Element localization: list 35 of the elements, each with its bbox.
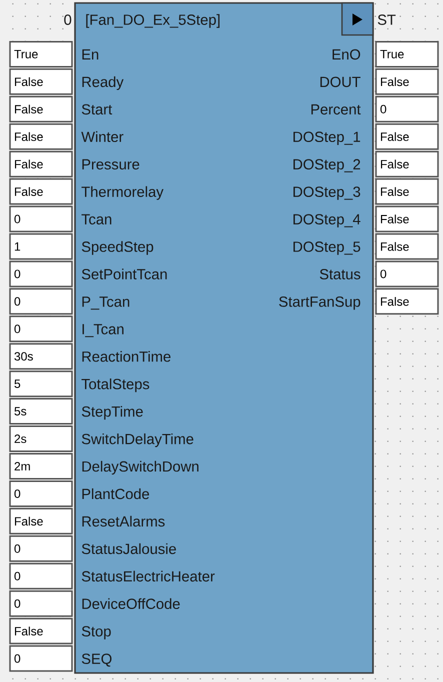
value-box: 1 [9,233,73,260]
value-box: False [9,618,73,644]
value-box: 0 [375,96,439,122]
value-box: 0 [9,535,73,562]
value-box: 0 [9,316,73,342]
value-box: 5 [9,370,73,398]
value-box: True [9,40,73,68]
value-box: 0 [9,480,73,507]
value-box: False [375,68,439,95]
block-tag: ST [378,14,396,25]
block-number: 0 [64,14,72,25]
value-box: 5s [9,398,73,425]
value-box: 0 [9,288,73,315]
value-box: False [375,233,439,260]
value-box: True [375,40,439,68]
value-box: 0 [375,260,439,288]
value-box: False [375,150,439,178]
value-box: 30s [9,343,73,370]
value-box: False [375,206,439,232]
value-box: 2m [9,453,73,480]
value-box: 0 [9,645,73,672]
value-box: False [9,508,73,534]
value-box: False [9,150,73,178]
value-box: 0 [9,562,73,590]
value-box: 2s [9,426,73,452]
value-box: False [9,68,73,95]
value-box: 0 [9,590,73,617]
value-box: False [9,178,73,205]
value-box: False [375,123,439,150]
value-box: False [375,178,439,205]
value-box: 0 [9,260,73,288]
value-box: False [9,123,73,150]
value-box: False [375,288,439,315]
value-box: False [9,96,73,122]
value-box: 0 [9,206,73,232]
